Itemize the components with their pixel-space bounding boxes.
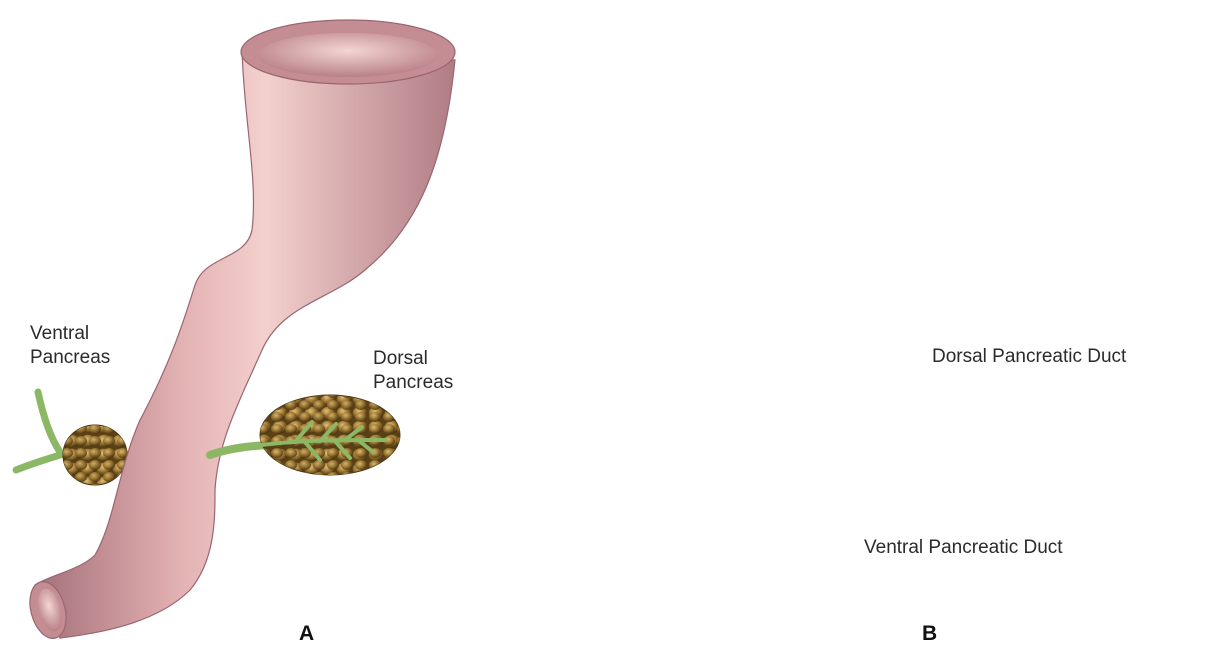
- label-dorsal-pancreatic-duct: Dorsal Pancreatic Duct: [932, 345, 1126, 368]
- label-ventral-pancreas-line1: Ventral: [30, 322, 89, 345]
- label-ventral-pancreas-line2: Pancreas: [30, 346, 110, 369]
- dorsal-pancreas-a: [260, 395, 400, 475]
- ventral-pancreas-a: [63, 425, 127, 485]
- panel-letter-b: B: [922, 622, 937, 646]
- label-dorsal-pancreas-line1: Dorsal: [373, 347, 428, 370]
- label-ventral-pancreatic-duct: Ventral Pancreatic Duct: [864, 536, 1063, 559]
- panel-letter-a: A: [299, 622, 314, 646]
- label-dorsal-pancreas-line2: Pancreas: [373, 371, 453, 394]
